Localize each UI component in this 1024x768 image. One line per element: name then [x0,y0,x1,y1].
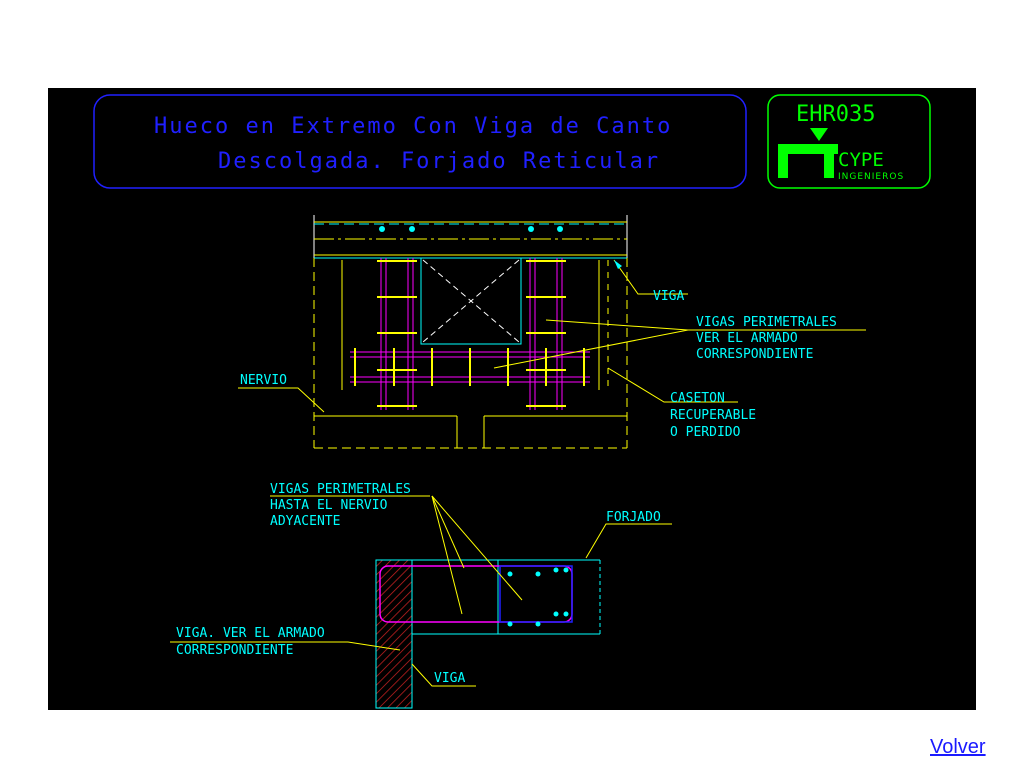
back-link[interactable]: Volver [930,736,986,758]
cype-logo: EHR035 CYPE INGENIEROS [767,94,931,189]
plan-view: VIGA VIGAS PERIMETRALES VER EL ARMADO CO… [238,215,866,449]
section-label-vigas-perimetrales-2: HASTA EL NERVIO [270,498,388,513]
plan-label-vigas-perimetrales-3: CORRESPONDIENTE [696,347,813,362]
section-label-viga-armado-2: CORRESPONDIENTE [176,643,293,658]
title-line-2: Descolgada. Forjado Reticular [218,149,660,174]
plan-label-viga: VIGA [653,289,684,304]
section-label-forjado: FORJADO [606,510,661,525]
logo-sub: INGENIEROS [838,172,904,182]
section-view: VIGAS PERIMETRALES HASTA EL NERVIO ADYAC… [170,482,672,709]
cad-canvas: Hueco en Extremo Con Viga de Canto Desco… [93,94,931,709]
cad-drawing: Hueco en Extremo Con Viga de Canto Desco… [48,88,976,710]
section-label-vigas-perimetrales-3: ADYACENTE [270,514,340,529]
section-label-viga: VIGA [434,671,465,686]
plan-label-vigas-perimetrales-2: VER EL ARMADO [696,331,798,346]
logo-brand: CYPE [838,149,884,171]
title-line-1: Hueco en Extremo Con Viga de Canto [154,114,672,139]
section-label-viga-armado-1: VIGA. VER EL ARMADO [176,626,325,641]
plan-label-caseton-2: RECUPERABLE [670,408,756,423]
logo-code: EHR035 [796,102,875,127]
plan-label-nervio: NERVIO [240,373,287,388]
plan-label-caseton-3: O PERDIDO [670,425,741,440]
section-label-vigas-perimetrales-1: VIGAS PERIMETRALES [270,482,411,497]
plan-label-caseton-1: CASETON [670,391,725,406]
title-frame [93,94,747,189]
plan-label-vigas-perimetrales-1: VIGAS PERIMETRALES [696,315,837,330]
